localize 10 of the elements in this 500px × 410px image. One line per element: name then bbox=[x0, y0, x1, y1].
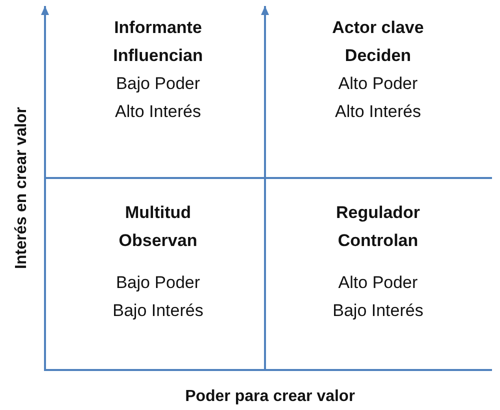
quadrant-heading: Regulador Controlan bbox=[334, 202, 422, 252]
quadrant-description: Alto Poder Bajo Interés bbox=[332, 272, 424, 322]
y-axis-label: Interés en crear valor bbox=[13, 107, 31, 269]
quadrant-heading: Multitud Observan bbox=[118, 202, 198, 252]
quadrant-description: Bajo Poder Bajo Interés bbox=[112, 272, 204, 322]
quadrant-description: Alto Poder Alto Interés bbox=[334, 73, 422, 123]
quadrant-heading: Informante Influencian bbox=[112, 17, 204, 67]
quadrant-heading: Actor clave Deciden bbox=[331, 17, 425, 67]
x-axis-label: Poder para crear valor bbox=[185, 388, 355, 406]
quadrant-description: Bajo Poder Alto Interés bbox=[114, 73, 202, 123]
